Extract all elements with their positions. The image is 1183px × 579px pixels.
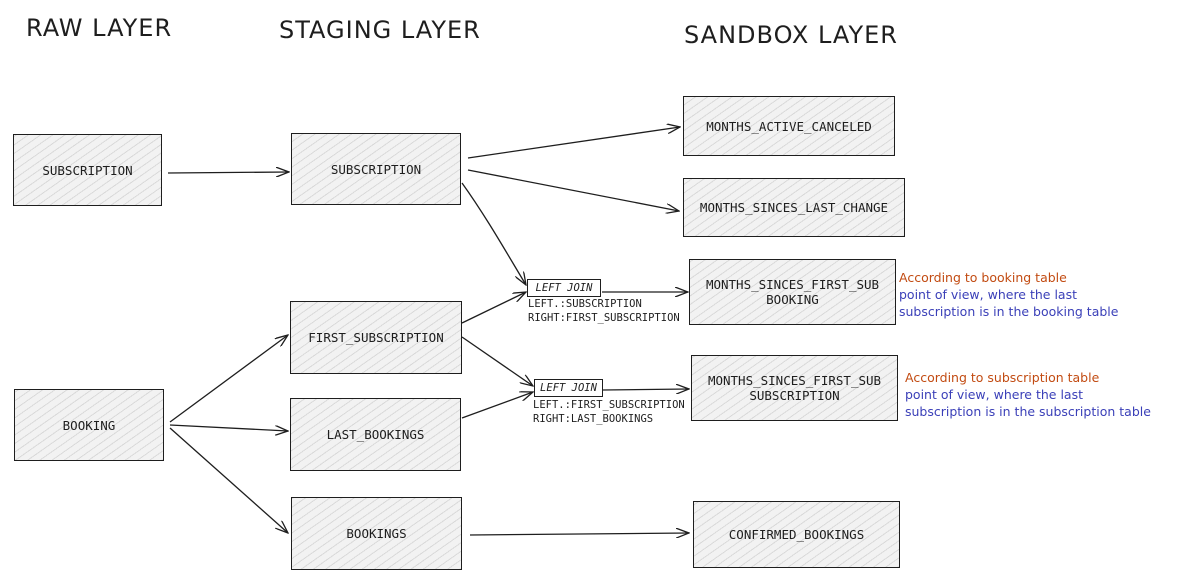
edge-booking-to-last-bookings [169,424,288,431]
sandbox-months-active-canceled-node: MONTHS_ACTIVE_CANCELED [683,96,895,156]
join2-right: RIGHT:LAST_BOOKINGS [533,413,654,425]
edge-raw-sub-to-stg-sub [167,172,289,173]
join1-label: LEFT JOIN [527,279,601,297]
staging-first-subscription-node: FIRST_SUBSCRIPTION [290,301,462,374]
raw-booking-node: BOOKING [14,389,164,461]
raw-layer-title: RAW LAYER [26,14,173,42]
sandbox-months-active-canceled-label: MONTHS_ACTIVE_CANCELED [706,118,872,134]
staging-subscription-label: SUBSCRIPTION [330,161,422,177]
join2-label: LEFT JOIN [534,379,603,397]
subscription-note: According to subscription table point of… [905,369,1151,420]
edge-last-bookings-to-join2 [461,392,533,419]
staging-first-subscription-label: FIRST_SUBSCRIPTION [308,330,444,345]
booking-note-line1: According to booking table [899,270,1067,285]
sandbox-first-sub-subscription-line1: MONTHS_SINCES_FIRST_SUB [707,373,882,388]
booking-note-line2: point of view, where the last [899,287,1078,302]
edge-stg-sub-to-active-canceled [467,127,680,159]
edge-booking-to-bookings [169,427,288,533]
edge-stg-sub-to-join1 [461,182,526,285]
sandbox-months-sinces-last-change-node: MONTHS_SINCES_LAST_CHANGE [683,178,905,237]
raw-subscription-node: SUBSCRIPTION [13,134,162,206]
raw-subscription-label: SUBSCRIPTION [42,162,133,178]
staging-last-bookings-label: LAST_BOOKINGS [326,427,425,442]
sandbox-months-sinces-first-sub-subscription-node: MONTHS_SINCES_FIRST_SUB SUBSCRIPTION [691,355,898,421]
sandbox-first-sub-booking-line1: MONTHS_SINCES_FIRST_SUB [705,277,880,292]
edge-bookings-to-confirmed [469,533,689,535]
sandbox-first-sub-subscription-line2: SUBSCRIPTION [749,388,840,403]
sandbox-first-sub-booking-line2: BOOKING [766,292,819,307]
booking-note: According to booking table point of view… [899,269,1118,320]
join1-right: RIGHT:FIRST_SUBSCRIPTION [528,312,680,324]
sandbox-layer-title: SANDBOX LAYER [684,21,898,49]
staging-bookings-node: BOOKINGS [291,497,462,570]
staging-last-bookings-node: LAST_BOOKINGS [290,398,461,471]
edge-first-sub-to-join2 [461,336,533,386]
join1-left: LEFT.:SUBSCRIPTION [528,298,642,310]
sandbox-confirmed-bookings-node: CONFIRMED_BOOKINGS [693,501,900,568]
join2-left: LEFT.:FIRST_SUBSCRIPTION [533,399,685,411]
booking-note-line3: subscription is in the booking table [899,304,1119,319]
subscription-note-line3: subscription is in the subscription tabl… [905,404,1151,419]
subscription-note-line1: According to subscription table [905,370,1100,385]
staging-subscription-node: SUBSCRIPTION [291,133,461,205]
staging-bookings-label: BOOKINGS [346,526,407,541]
edge-booking-to-first-sub [169,335,288,423]
edge-first-sub-to-join1 [461,292,526,324]
subscription-note-line2: point of view, where the last [905,387,1084,402]
edge-join2-to-first-sub-subscription [602,389,689,390]
staging-layer-title: STAGING LAYER [279,16,481,44]
sandbox-months-sinces-last-change-label: MONTHS_SINCES_LAST_CHANGE [699,200,889,215]
sandbox-confirmed-bookings-label: CONFIRMED_BOOKINGS [728,527,865,542]
raw-booking-label: BOOKING [62,417,116,433]
edge-stg-sub-to-last-change [467,169,679,211]
sandbox-months-sinces-first-sub-booking-node: MONTHS_SINCES_FIRST_SUB BOOKING [689,259,896,325]
